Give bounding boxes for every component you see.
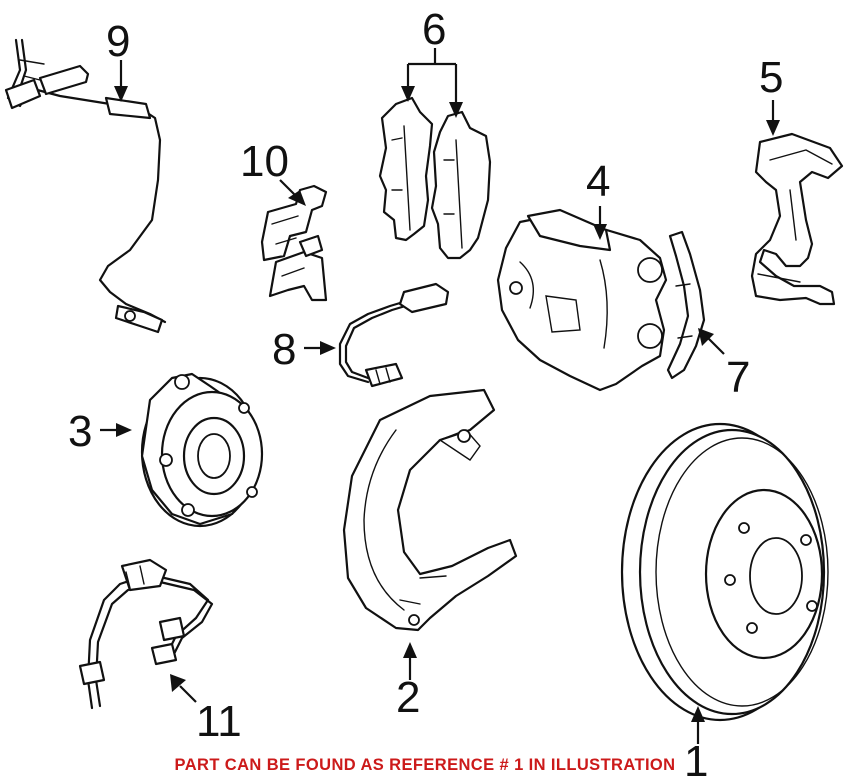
part-11-brake-hose (78, 558, 214, 710)
reference-note: PART CAN BE FOUND AS REFERENCE # 1 IN IL… (174, 756, 676, 774)
callout-4-arrow (593, 206, 607, 240)
part-4-brake-caliper (496, 208, 668, 392)
callout-9: 9 (106, 17, 130, 66)
callout-7-arrow (698, 328, 725, 355)
part-7-spring-clip (666, 230, 706, 380)
callout-3-arrow (100, 423, 132, 437)
part-9-abs-sensor-wire (4, 38, 167, 334)
part-3-wheel-hub (140, 372, 264, 528)
callout-7: 7 (726, 353, 750, 402)
callout-11: 11 (196, 697, 242, 746)
callout-11-arrow (170, 674, 197, 703)
callout-5-arrow (766, 100, 780, 136)
part-10-caliper-clip (260, 184, 328, 302)
callout-9-arrow (114, 60, 128, 102)
part-1-brake-rotor (620, 422, 829, 722)
callout-6-arrows (401, 48, 463, 118)
callout-8: 8 (272, 325, 296, 374)
callout-10: 10 (240, 137, 289, 186)
callout-8-arrow (304, 341, 336, 355)
callout-3: 3 (68, 407, 92, 456)
callout-10-arrow (279, 179, 306, 206)
callout-1: 1 (684, 737, 708, 784)
callout-6: 6 (422, 5, 446, 54)
callout-4: 4 (586, 157, 610, 206)
part-6-brake-pads (378, 96, 492, 260)
callout-1-arrow (691, 706, 705, 744)
callout-2: 2 (396, 673, 420, 722)
callout-2-arrow (403, 642, 417, 680)
callout-5: 5 (759, 53, 783, 102)
part-8-pad-wear-sensor (338, 282, 450, 388)
part-5-caliper-bracket (750, 132, 844, 306)
part-2-dust-shield (342, 388, 518, 632)
